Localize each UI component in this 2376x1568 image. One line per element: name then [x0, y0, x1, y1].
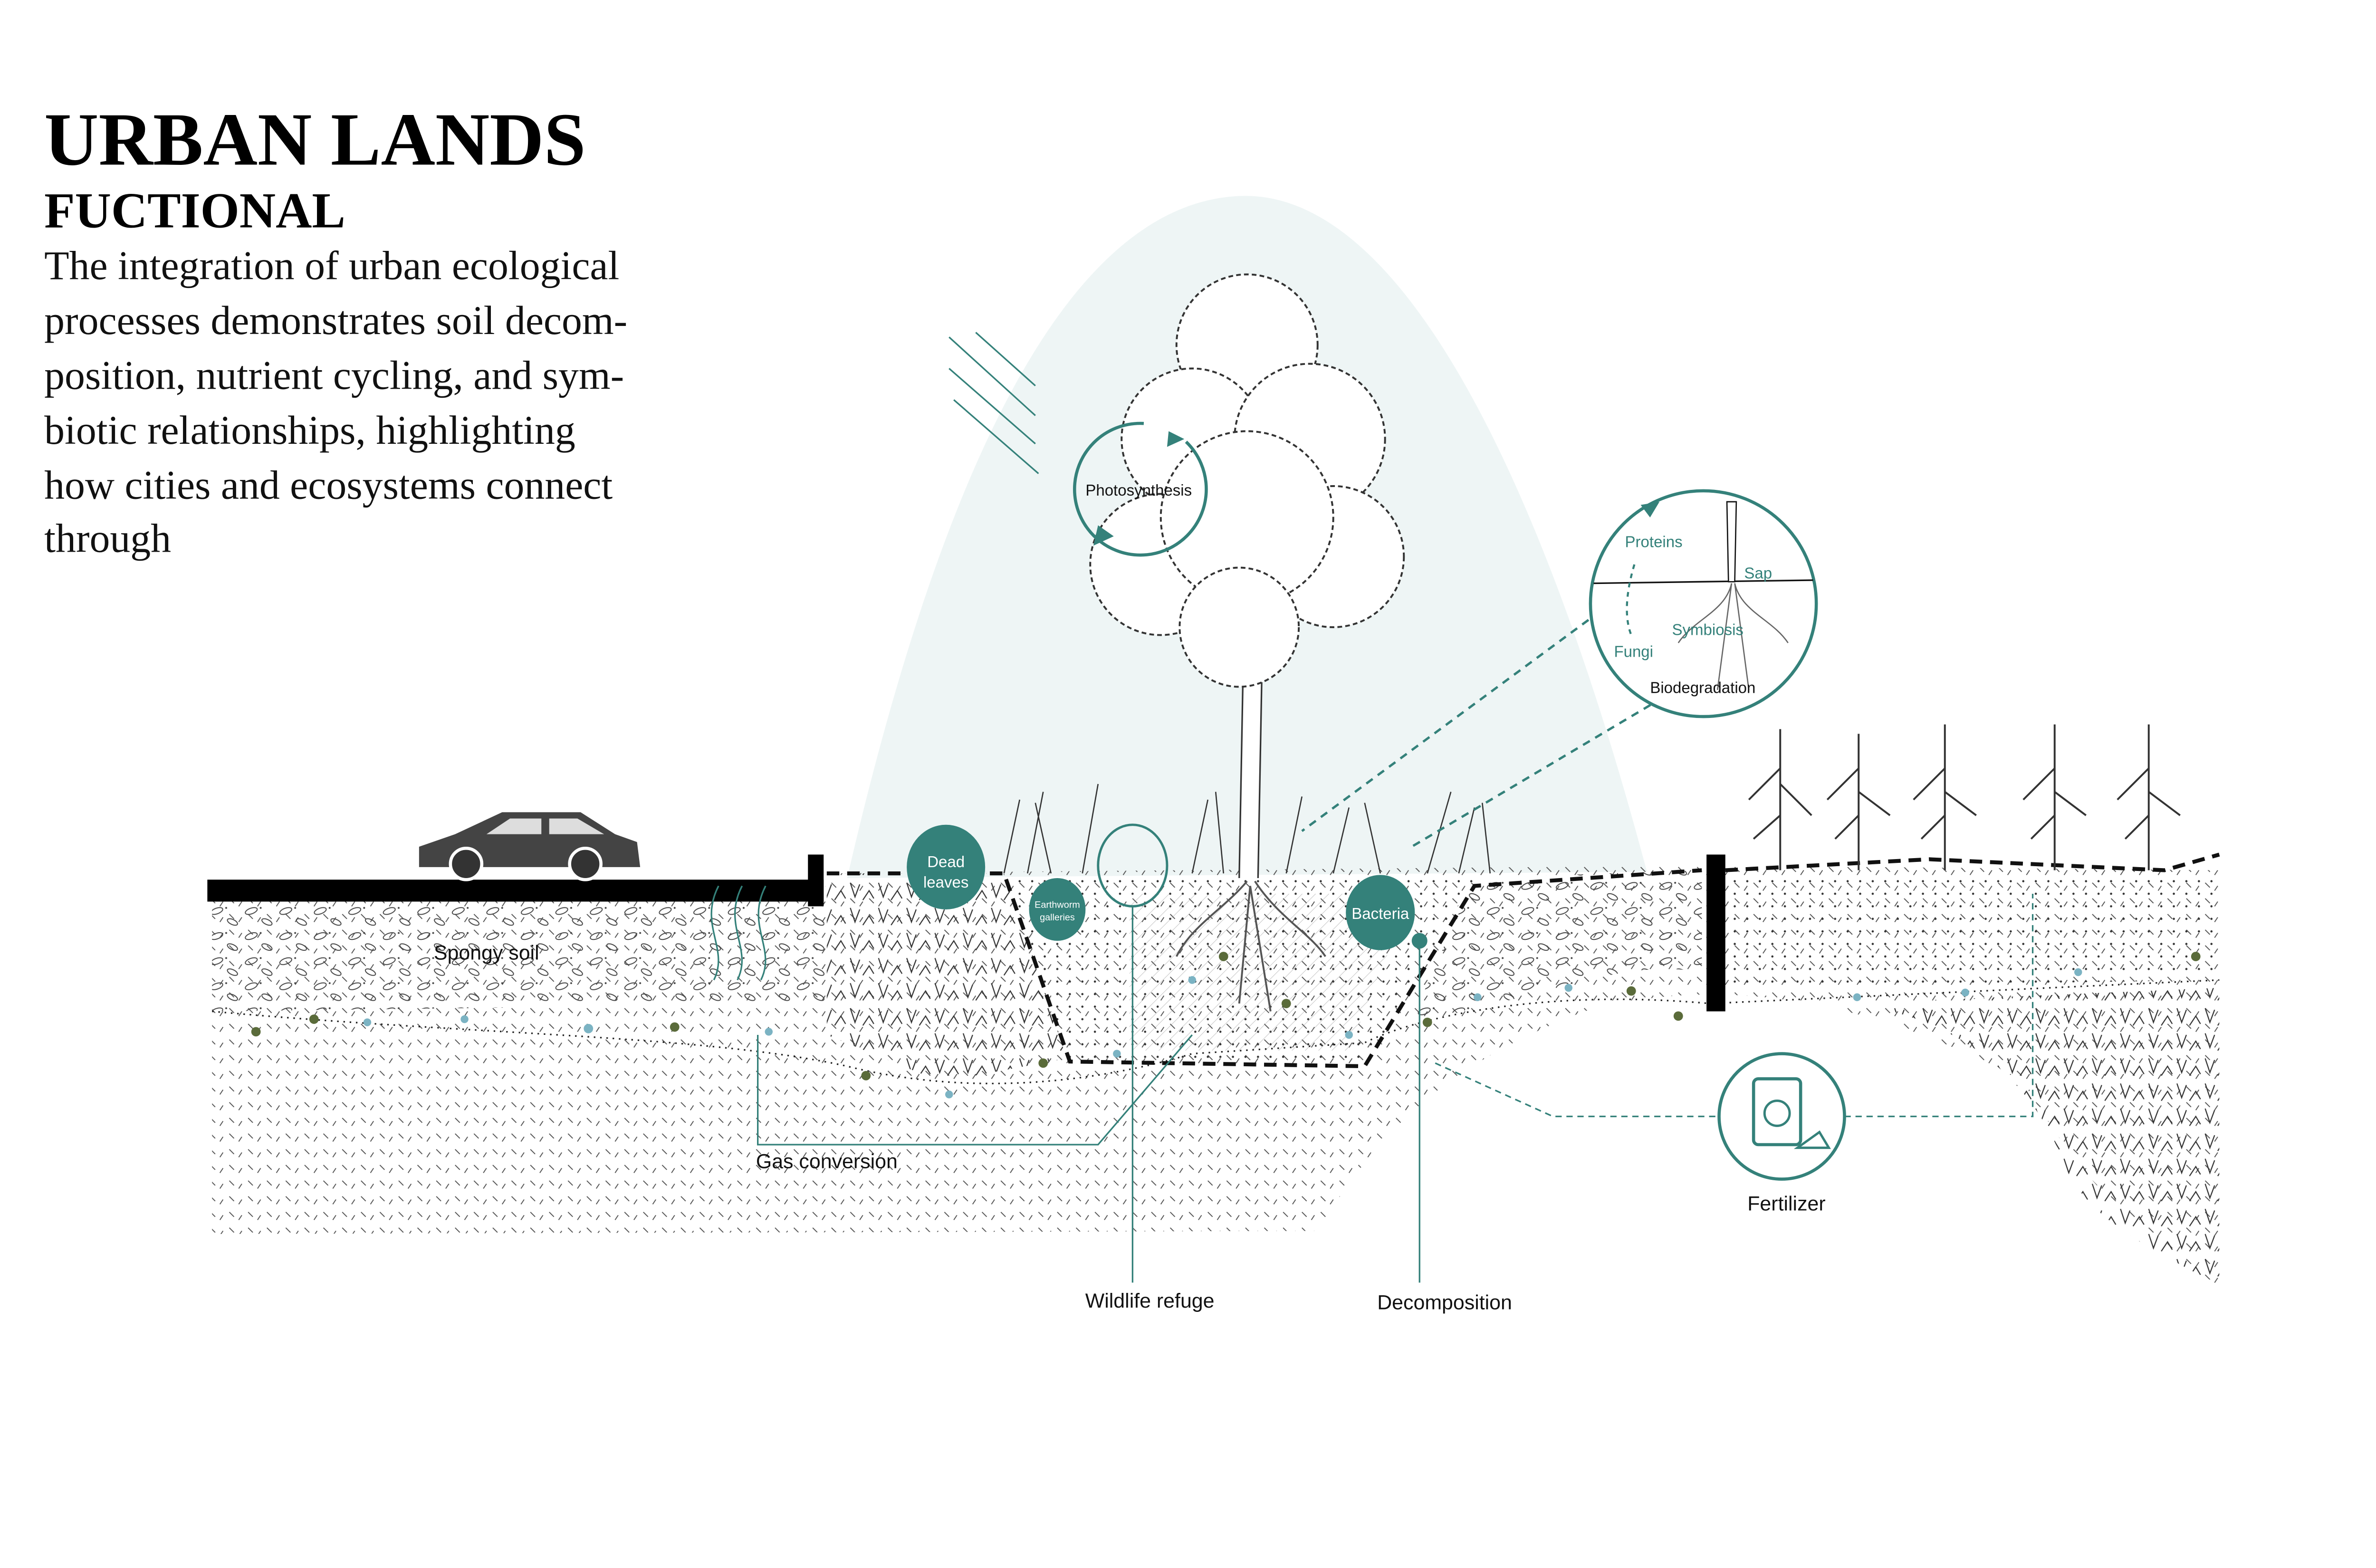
page-subtitle: FUCTIONAL	[44, 183, 345, 239]
description-line: position, nutrient cycling, and sym-	[44, 353, 624, 398]
decomposition-label: Decomposition	[1377, 1291, 1512, 1314]
dead-leaves-bubble	[907, 824, 986, 909]
earthworm-bubble	[1029, 878, 1086, 941]
earthworm-label: Earthworm	[1035, 900, 1080, 910]
curb	[808, 854, 824, 907]
root-zone	[1129, 894, 1412, 1051]
fertilizer-label: Fertilizer	[1747, 1193, 1825, 1215]
tree-icon	[1089, 273, 1405, 879]
car-icon	[419, 812, 641, 881]
symbiosis-label: Symbiosis	[1672, 621, 1744, 639]
description: The integration of urban ecological proc…	[44, 243, 627, 561]
field-topsoil	[1725, 870, 2220, 988]
description-line: how cities and ecosystems connect	[44, 462, 613, 507]
corn-plants-icon	[1748, 724, 2181, 870]
spongy-soil-layer	[212, 901, 827, 1012]
description-line: processes demonstrates soil decom-	[44, 298, 627, 343]
leader-lines	[757, 894, 2034, 1283]
bacteria-label: Bacteria	[1351, 905, 1409, 922]
biodegradation-label: Biodegradation	[1650, 679, 1755, 697]
earthworm-label: galleries	[1040, 912, 1075, 923]
embankment-soil	[1411, 870, 1702, 1019]
symbiosis-inset: Proteins Sap Fungi Symbiosis Biodegradat…	[1301, 489, 1818, 848]
photosynthesis-cycle: Photosynthesis	[1073, 421, 1208, 557]
nutrient-band	[212, 979, 2220, 1084]
road	[207, 880, 824, 902]
photosynthesis-label: Photosynthesis	[1085, 481, 1192, 499]
page-title: URBAN LANDS	[44, 98, 586, 182]
fertilizer-icon	[1717, 1052, 1846, 1181]
wildlife-refuge-label: Wildlife refuge	[1085, 1290, 1215, 1312]
cycle-arrow-icon	[1093, 431, 1185, 546]
sap-label: Sap	[1744, 564, 1772, 582]
grass-icon	[1003, 784, 1491, 874]
fungi-label: Fungi	[1614, 643, 1653, 660]
description-line: The integration of urban ecological	[44, 243, 619, 288]
bacteria-bubble	[1346, 875, 1415, 950]
retaining-wall	[1706, 854, 1725, 1012]
spongy-soil-label: Spongy soil	[434, 942, 539, 965]
dead-leaves-label: Dead	[927, 853, 965, 870]
description-line: through	[44, 516, 171, 561]
mulch-layer	[826, 873, 1067, 1082]
field-boundary	[1725, 852, 2220, 872]
annotation-labels: Spongy soil Gas conversion Wildlife refu…	[434, 942, 1826, 1314]
proteins-label: Proteins	[1625, 533, 1683, 551]
decomposition-marker	[1411, 933, 1428, 949]
field-subsoil	[1850, 988, 2220, 1286]
description-line: biotic relationships, highlighting	[44, 408, 575, 453]
sunlight-arrows-icon	[948, 332, 1039, 474]
gas-lines	[710, 885, 766, 981]
gas-conversion-label: Gas conversion	[756, 1150, 898, 1173]
nutrient-particles	[251, 952, 2201, 1099]
roots	[1175, 880, 1326, 1012]
process-bubbles: Dead leaves Earthworm galleries Bacteria	[907, 823, 1428, 950]
dead-leaves-label: leaves	[923, 873, 968, 891]
cycle-arrow-icon	[1640, 502, 1660, 517]
